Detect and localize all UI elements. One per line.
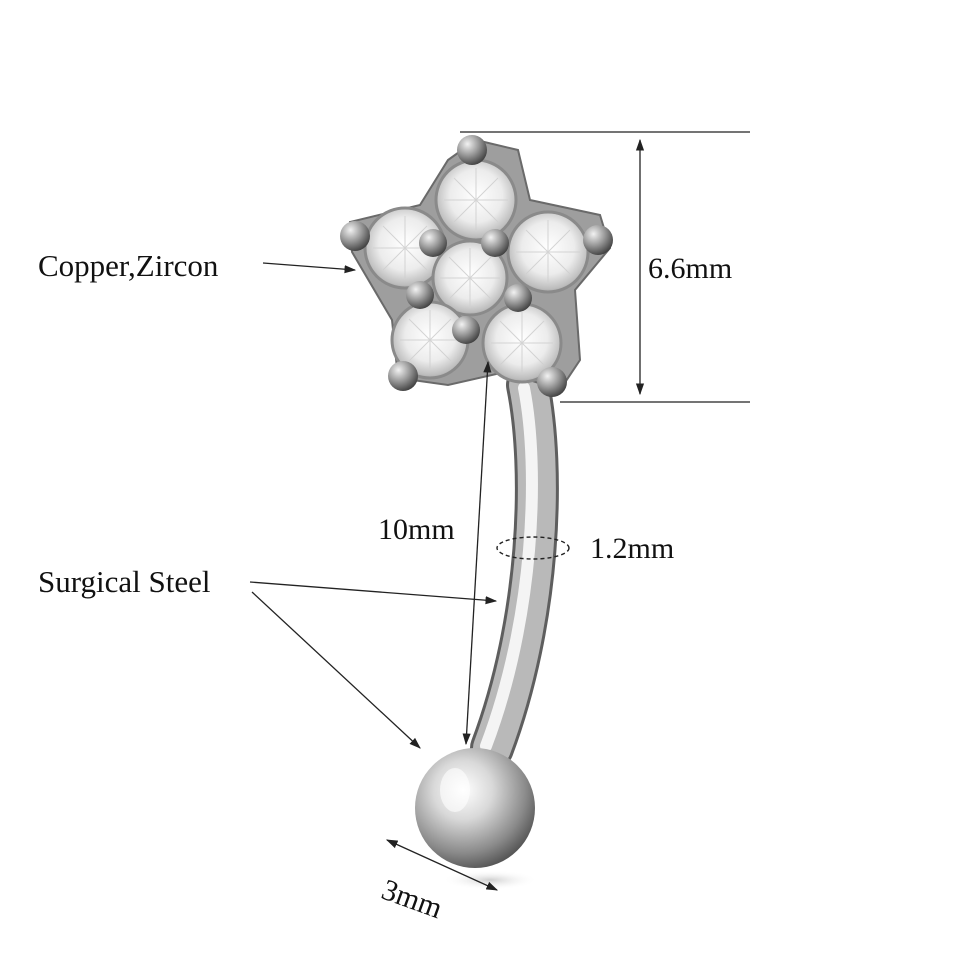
- label-head-size: 6.6mm: [648, 252, 733, 285]
- end-ball-shine: [440, 768, 470, 812]
- label-bar-length: 10mm: [378, 513, 455, 546]
- gauge-ring: [496, 536, 570, 560]
- prongs: [340, 135, 613, 397]
- label-bar-material: Surgical Steel: [38, 564, 211, 599]
- end-ball: [415, 748, 535, 868]
- label-gauge: 1.2mm: [590, 532, 675, 565]
- label-head-material: Copper,Zircon: [38, 248, 219, 283]
- zircon-gems: [363, 158, 590, 384]
- dimension-lines: [249, 131, 750, 891]
- curved-bar-highlight: [480, 382, 538, 752]
